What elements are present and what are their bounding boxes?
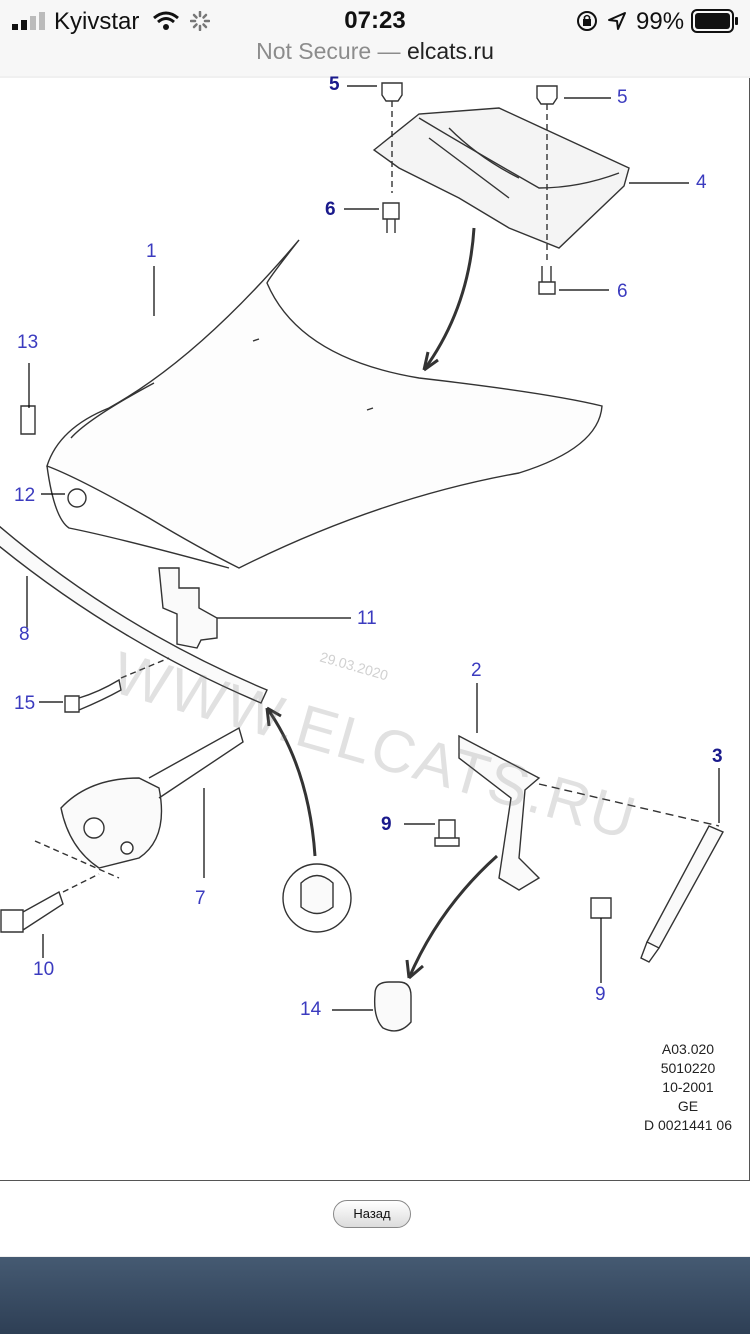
seal-strip — [0, 525, 268, 704]
callout-6b[interactable]: 6 — [617, 281, 628, 302]
callout-13[interactable]: 13 — [17, 332, 39, 353]
hood-hinge — [458, 734, 541, 891]
hood-lock — [158, 567, 218, 649]
url-domain: elcats.ru — [406, 38, 494, 64]
clock: 07:23 — [344, 7, 406, 34]
callout-14[interactable]: 14 — [300, 999, 322, 1020]
parts-diagram: WWW.ELCATS.RU 29.03.2020 5 5 4 6 6 1 13 … — [0, 74, 750, 1181]
callout-9a[interactable]: 9 — [381, 814, 392, 835]
loading-spinner-icon — [190, 11, 210, 31]
callout-11[interactable]: 11 — [357, 608, 377, 629]
security-label: Not Secure — [256, 38, 372, 64]
back-button[interactable]: Назад — [333, 1200, 411, 1228]
signal-icon — [12, 12, 45, 30]
ref-code-line-2: 5010220 — [660, 1060, 716, 1076]
status-bar: Kyivstar 07:23 99% — [0, 0, 750, 42]
diagram-drawing — [0, 82, 724, 1032]
bracket-panel — [372, 107, 630, 249]
callout-7[interactable]: 7 — [195, 888, 206, 909]
callout-15[interactable]: 15 — [14, 693, 36, 714]
page-content: WWW.ELCATS.RU 29.03.2020 5 5 4 6 6 1 13 … — [0, 74, 750, 1256]
address-bar[interactable]: Not Secure — elcats.ru — [0, 38, 750, 76]
battery-percent: 99% — [636, 8, 685, 35]
gas-strut — [646, 825, 724, 949]
ref-code-line-1: A03.020 — [661, 1041, 715, 1057]
callout-6a[interactable]: 6 — [325, 199, 336, 220]
url-separator: — — [371, 38, 407, 64]
hood-bumper — [373, 981, 412, 1032]
lock-cylinder — [60, 777, 163, 869]
carrier-name: Kyivstar — [54, 8, 140, 35]
callout-2[interactable]: 2 — [471, 660, 482, 681]
battery-icon — [691, 9, 738, 33]
callout-8[interactable]: 8 — [19, 624, 30, 645]
wifi-icon — [153, 11, 179, 30]
callout-1[interactable]: 1 — [146, 241, 157, 262]
callout-12[interactable]: 12 — [14, 485, 36, 506]
callout-5a[interactable]: 5 — [329, 74, 340, 95]
ref-code-line-3: 10-2001 — [662, 1079, 714, 1095]
ref-code-line-5: D 0021441 06 — [644, 1117, 732, 1133]
callout-3[interactable]: 3 — [712, 746, 723, 767]
callout-4[interactable]: 4 — [696, 172, 707, 193]
ref-code-line-4: GE — [677, 1098, 699, 1114]
orientation-lock-icon — [577, 11, 597, 31]
hood-panel — [46, 239, 603, 569]
callout-5b[interactable]: 5 — [617, 87, 628, 108]
browser-toolbar — [0, 1257, 750, 1334]
callout-9b[interactable]: 9 — [595, 984, 606, 1005]
location-arrow-icon — [608, 12, 626, 30]
callout-10[interactable]: 10 — [33, 959, 55, 980]
